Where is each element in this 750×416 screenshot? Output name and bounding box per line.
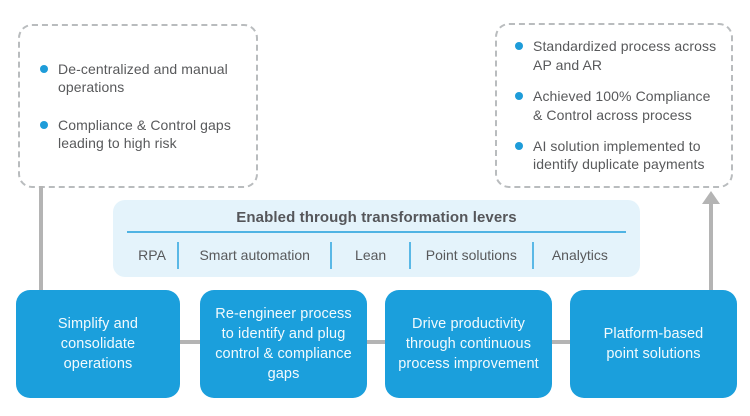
lever-item-point-solutions: Point solutions — [425, 247, 517, 263]
before-bullet-1: De-centralized and manual operations — [34, 60, 240, 97]
after-state-box: Standardized process across AP and AR Ac… — [495, 23, 733, 188]
before-bullet-1-text: De-centralized and manual operations — [58, 60, 228, 96]
connector-step3-step4 — [551, 340, 571, 344]
levers-title: Enabled through transformation levers — [236, 209, 517, 226]
connector-step1-step2 — [179, 340, 201, 344]
before-bullet-2-text: Compliance & Control gaps leading to hig… — [58, 116, 231, 151]
step-box-reengineer-label: Re-engineer process to identify and plug… — [215, 306, 352, 382]
before-bullet-2: Compliance & Control gaps leading to hig… — [34, 116, 240, 153]
lever-item-analytics: Analytics — [551, 247, 608, 263]
after-bullet-3: AI solution implemented to identify dupl… — [509, 137, 721, 174]
levers-panel: Enabled through transformation levers RP… — [113, 200, 640, 277]
step-box-productivity: Drive productivity through continuous pr… — [385, 290, 552, 398]
lever-divider — [531, 241, 534, 269]
step-box-productivity-label: Drive productivity through continuous pr… — [398, 316, 539, 372]
lever-divider — [330, 241, 333, 269]
bullet-dot-icon — [515, 92, 523, 101]
after-bullet-3-text: AI solution implemented to identify dupl… — [533, 137, 705, 173]
connector-step4-to-after — [709, 203, 713, 290]
levers-title-underline — [127, 231, 626, 233]
step-box-reengineer: Re-engineer process to identify and plug… — [200, 290, 367, 398]
step-box-simplify-label: Simplify and consolidate operations — [57, 316, 139, 372]
after-bullet-2-text: Achieved 100% Compliance & Control acros… — [533, 88, 711, 123]
arrow-up-icon — [702, 191, 720, 204]
bullet-dot-icon — [40, 64, 48, 73]
after-bullet-1: Standardized process across AP and AR — [509, 37, 721, 74]
connector-before-to-step1 — [39, 186, 43, 290]
lever-item-rpa: RPA — [138, 247, 166, 263]
lever-item-smart-automation: Smart automation — [199, 247, 310, 263]
lever-divider — [408, 241, 411, 269]
connector-step2-step3 — [366, 340, 386, 344]
bullet-dot-icon — [515, 141, 523, 150]
lever-divider — [177, 241, 180, 269]
step-box-simplify: Simplify and consolidate operations — [16, 290, 180, 398]
step-box-platform-label: Platform-based point solutions — [603, 326, 704, 362]
lever-item-lean: Lean — [355, 247, 387, 263]
after-bullet-1-text: Standardized process across AP and AR — [533, 38, 717, 73]
bullet-dot-icon — [515, 42, 523, 51]
step-box-platform: Platform-based point solutions — [570, 290, 737, 398]
after-bullet-2: Achieved 100% Compliance & Control acros… — [509, 87, 721, 124]
levers-items-row: RPA Smart automation Lean Point solution… — [127, 233, 626, 277]
bullet-dot-icon — [40, 120, 48, 129]
before-state-box: De-centralized and manual operations Com… — [18, 24, 258, 188]
